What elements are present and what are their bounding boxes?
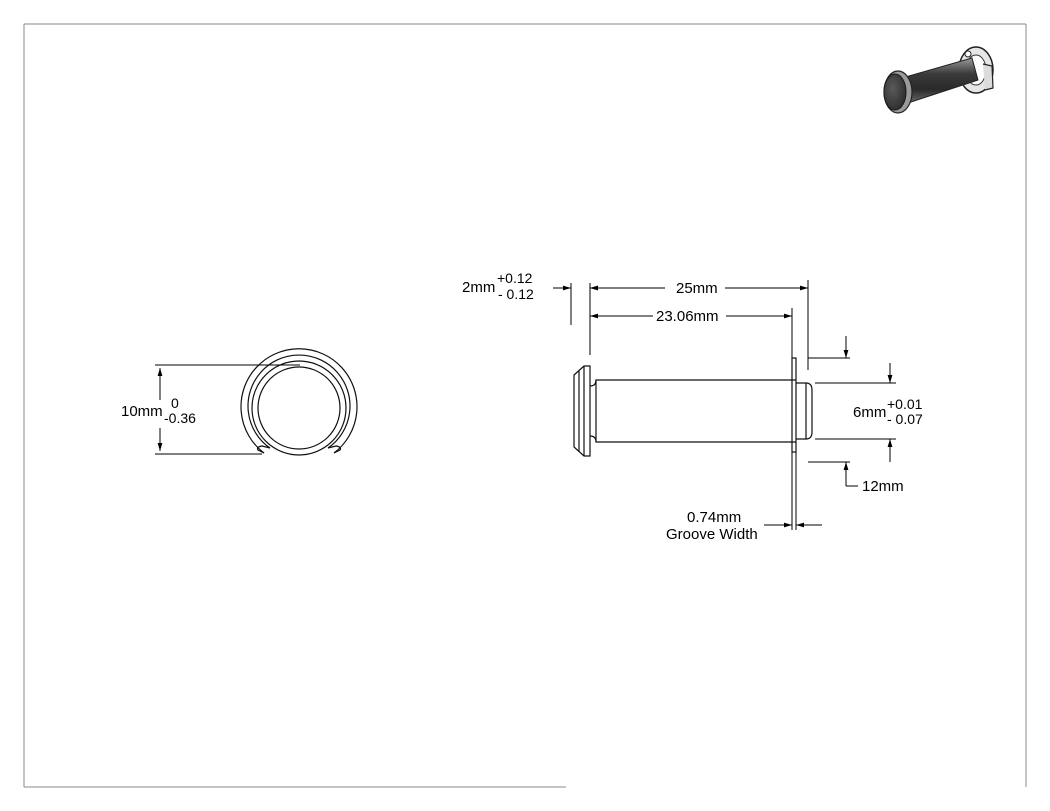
head-thickness-value: 2mm [462,279,495,296]
head-thickness-tol-lower: - 0.12 [498,286,534,302]
pin-shank [589,379,796,443]
groove-width-value: 0.74mm [687,509,741,526]
drawing-border [23,23,1027,788]
groove-position-dimension: 23.06mm [590,308,793,358]
overall-length-value: 25mm [676,280,718,297]
head-thickness-tol-upper: +0.12 [497,270,533,286]
overall-length-dimension: 25mm [590,280,809,370]
groove-position-value: 23.06mm [656,308,719,325]
front-view: 10mm 0 -0.36 [121,348,358,456]
pin-head-circle [251,360,347,456]
shank-diameter-tol-upper: +0.01 [887,396,923,412]
clip-size-dimension: 12mm [808,336,904,495]
clip-ring-inner [247,354,351,449]
clip-ring-outer [240,348,358,454]
pin-head [573,365,591,457]
pin-shank-circle [257,366,341,450]
isometric-preview-image [883,46,994,114]
clip-size-value: 12mm [862,478,904,495]
groove-width-label: Groove Width [666,526,758,543]
shank-diameter-value: 6mm [853,404,886,421]
side-view [573,357,813,457]
diameter-value: 10mm [121,403,163,420]
shank-diameter-tol-lower: - 0.07 [887,411,923,427]
diameter-tol-upper: 0 [171,395,179,411]
shank-diameter-dimension: 6mm +0.01 - 0.07 [815,363,923,462]
clip-ring-side [791,357,797,453]
head-thickness-dimension: 2mm +0.12 - 0.12 [462,270,608,355]
groove-width-dimension: 0.74mm Groove Width [666,452,822,543]
diameter-tol-lower: -0.36 [164,410,196,426]
